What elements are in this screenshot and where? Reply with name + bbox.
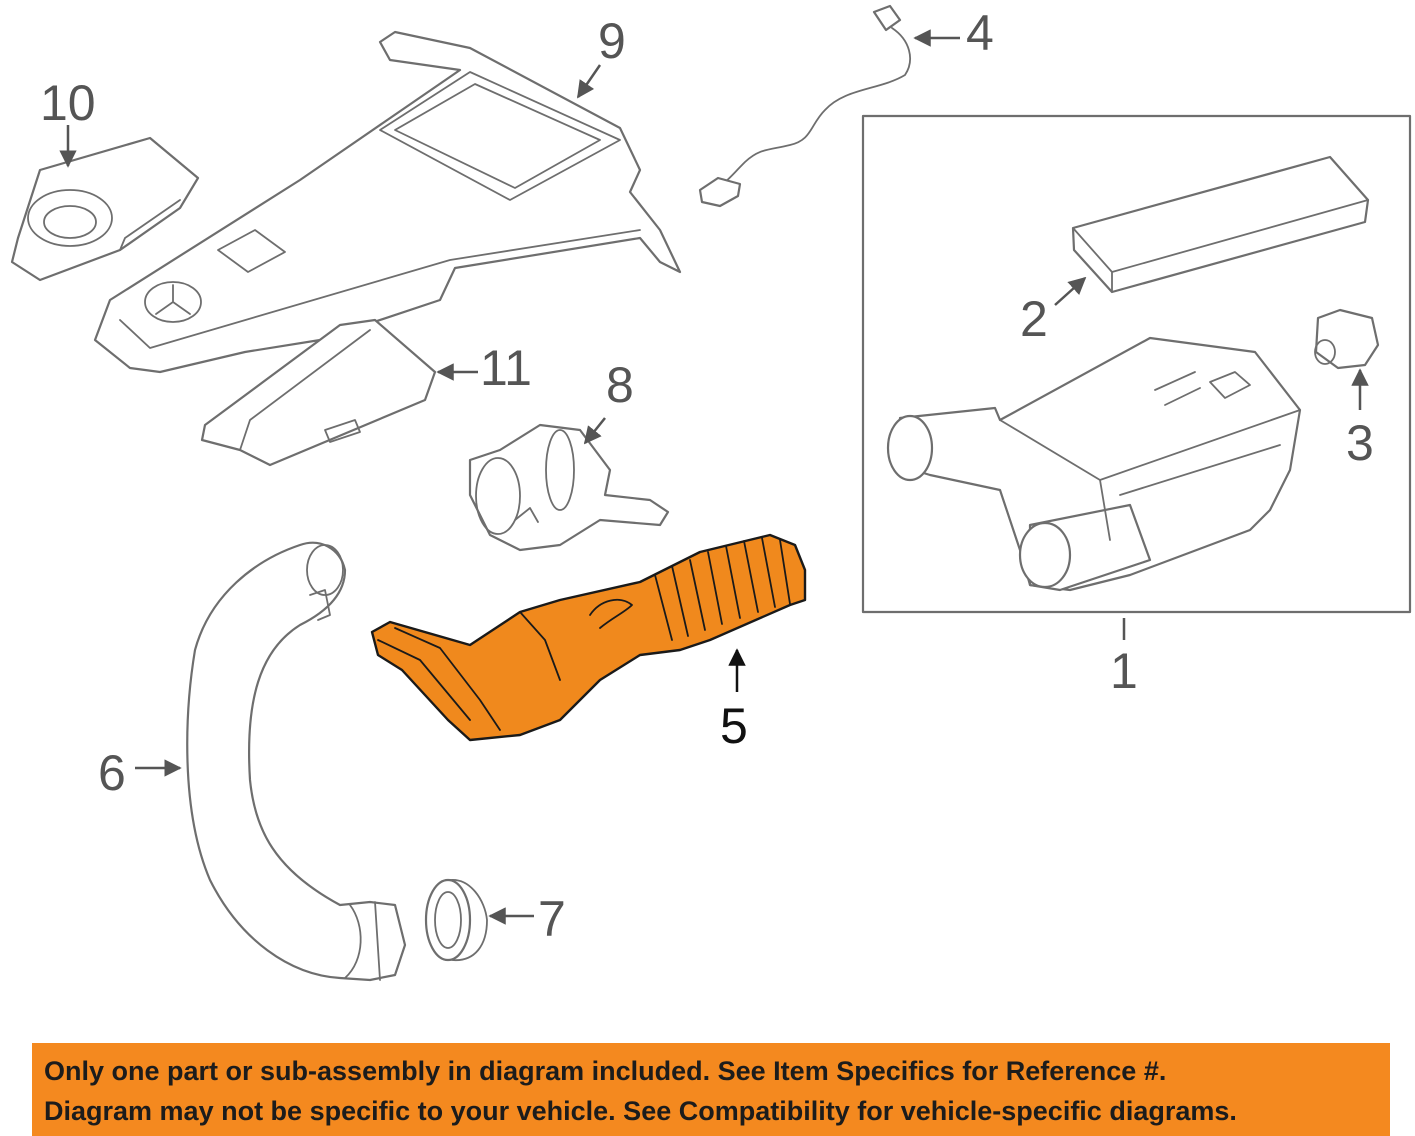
part-9-engine-cover <box>93 30 682 374</box>
callout-2: 2 <box>1020 291 1048 347</box>
disclaimer-line-1: Only one part or sub-assembly in diagram… <box>44 1056 1167 1086</box>
air-cleaner-housing <box>886 336 1302 592</box>
part-3-sensor <box>1314 308 1380 370</box>
callout-7: 7 <box>538 891 566 947</box>
callout-8: 8 <box>606 357 634 413</box>
disclaimer-banner: Only one part or sub-assembly in diagram… <box>32 1043 1390 1136</box>
parts-diagram: 10 9 4 2 3 1 11 8 5 6 7 <box>10 4 1412 982</box>
leader-lines <box>59 29 1369 925</box>
part-1-air-cleaner-assembly <box>861 114 1412 614</box>
callout-1: 1 <box>1110 643 1138 699</box>
part-6-intake-hose <box>186 541 407 982</box>
disclaimer-line-2: Diagram may not be specific to your vehi… <box>44 1096 1237 1126</box>
part-2-air-filter <box>1071 155 1370 294</box>
callout-5: 5 <box>720 698 748 754</box>
part-8-air-duct-connector <box>468 423 670 552</box>
part-5-air-intake-duct <box>370 533 807 742</box>
part-7-ring <box>424 878 488 962</box>
callout-4: 4 <box>966 5 994 61</box>
callout-10: 10 <box>40 75 96 131</box>
part-10-cover <box>10 136 200 282</box>
callout-11: 11 <box>480 340 532 396</box>
callout-9: 9 <box>598 13 626 69</box>
callout-6: 6 <box>98 745 126 801</box>
part-4-sensor-wire <box>698 4 911 208</box>
callout-3: 3 <box>1346 415 1374 471</box>
part-11-duct-cover <box>200 318 437 467</box>
